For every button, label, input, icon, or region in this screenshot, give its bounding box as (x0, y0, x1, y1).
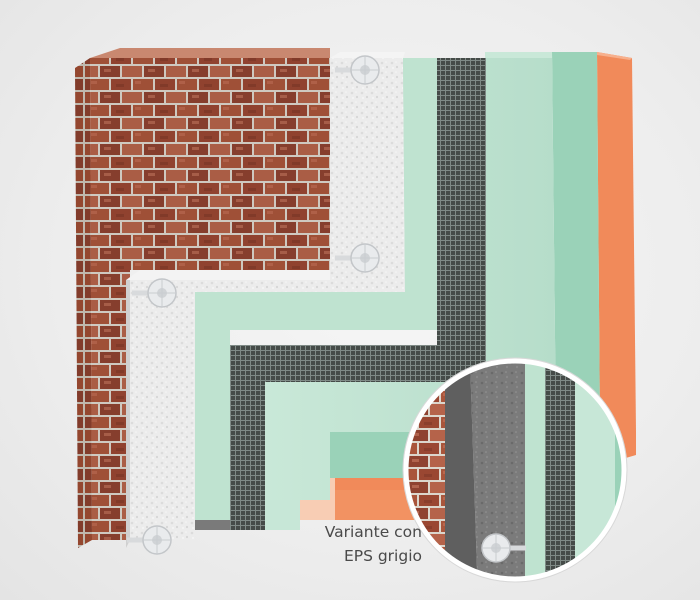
caption-line-1: Variante con (324, 523, 422, 541)
brick-wall-top (90, 48, 330, 58)
caption-line-2: EPS grigio (343, 547, 422, 565)
eps-board-lower-side (126, 280, 130, 548)
variant-caption: Variante con EPS grigio (270, 520, 422, 568)
detail-circle-border (403, 358, 627, 582)
bottom-green-strip (265, 500, 300, 530)
bottom-grey-strip (195, 520, 230, 530)
bottom-peach-strip (300, 478, 335, 520)
brick-wall-left-side (75, 58, 92, 548)
detail-circle-grey-eps (402, 357, 628, 583)
brick-wall-shade (90, 58, 330, 540)
insulation-anchor-icon (132, 278, 177, 308)
adhesive-layer-main (195, 58, 437, 520)
detail-adhesive (525, 361, 545, 579)
insulation-anchor-icon (335, 243, 380, 273)
brick-wall-face (90, 58, 330, 540)
detail-render (615, 361, 624, 579)
orange-finish-edge (597, 52, 632, 60)
bottom-mesh-strip (230, 516, 265, 530)
orange-finish-layer (597, 52, 636, 432)
eps-board-edge (330, 52, 405, 58)
eps-board-vertical (330, 58, 405, 290)
eps-board-lower-top (126, 270, 330, 280)
insulation-anchor-icon (481, 533, 526, 563)
insulation-anchor-icon (127, 525, 172, 555)
detail-grey-eps (470, 361, 525, 579)
insulation-anchor-icon (335, 55, 380, 85)
detail-grey-eps-side (445, 361, 478, 579)
green-render-layer (552, 52, 600, 432)
reinforcement-mesh-upper (437, 58, 486, 345)
detail-mesh (545, 361, 575, 579)
